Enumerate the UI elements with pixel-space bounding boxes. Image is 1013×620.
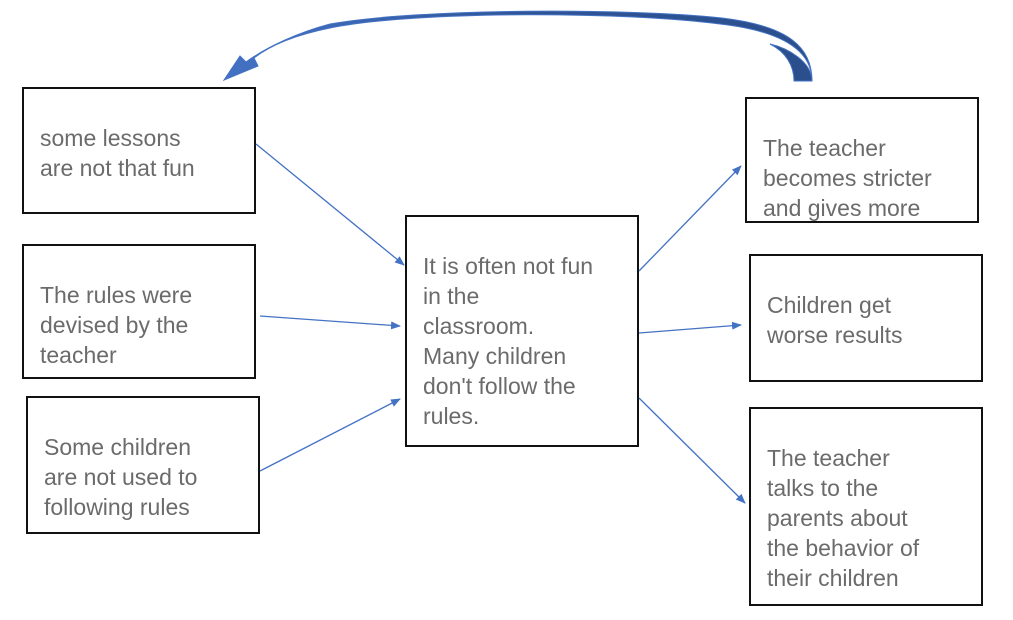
- cause-box-lessons: some lessons are not that fun: [22, 87, 256, 214]
- cause-text-rules-devised: The rules were devised by the teacher: [40, 282, 193, 368]
- cause-box-not-used: Some children are not used to following …: [26, 396, 260, 534]
- effect-text-talks-parents: The teacher talks to the parents about t…: [767, 445, 920, 591]
- effect-box-worse-results: Children get worse results: [749, 254, 983, 382]
- connector-center-to-talks-parents: [638, 397, 746, 504]
- central-problem-box: It is often not fun in the classroom. Ma…: [405, 215, 639, 447]
- feedback-arrow: [222, 10, 813, 82]
- effect-text-stricter: The teacher becomes stricter and gives m…: [763, 135, 932, 221]
- connector-center-to-stricter: [638, 165, 742, 272]
- central-problem-text: It is often not fun in the classroom. Ma…: [423, 253, 594, 429]
- cause-text-not-used: Some children are not used to following …: [44, 434, 198, 520]
- connector-center-to-worse-results: [638, 321, 742, 334]
- effect-box-talks-parents: The teacher talks to the parents about t…: [749, 407, 983, 606]
- connector-rules-to-center: [259, 315, 401, 330]
- cause-box-rules-devised: The rules were devised by the teacher: [22, 244, 256, 379]
- cause-text-lessons: some lessons are not that fun: [40, 125, 195, 181]
- effect-box-stricter: The teacher becomes stricter and gives m…: [745, 97, 979, 223]
- connector-lessons-to-center: [255, 143, 405, 266]
- connector-not-used-to-center: [259, 398, 401, 472]
- effect-text-worse-results: Children get worse results: [767, 292, 903, 348]
- feedback-arrow-tail: [769, 43, 813, 82]
